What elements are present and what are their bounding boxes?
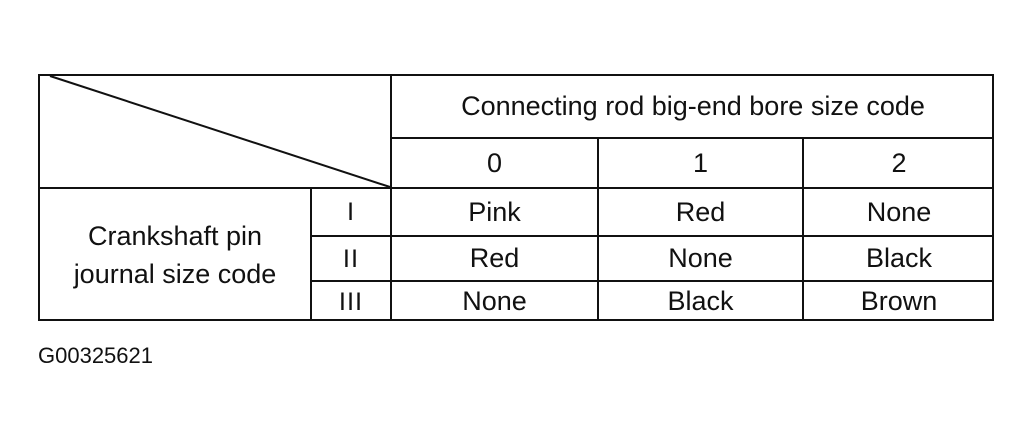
table-cell-II-1: None <box>668 243 733 273</box>
divider-h-row1 <box>310 235 994 237</box>
table-cell-I-2: None <box>866 196 932 227</box>
table-cell-II-0: Red <box>469 243 520 273</box>
column-code-1: 1 <box>692 147 709 178</box>
divider-v-rowcode <box>310 187 312 321</box>
corner-diagonal <box>49 75 391 188</box>
column-header: Connecting rod big-end bore size code <box>461 91 925 121</box>
table-cell-I-0: Pink <box>468 196 521 227</box>
table-cell-I-1: Red <box>675 196 726 227</box>
row-code-III: III <box>338 287 364 316</box>
color-code-table: Connecting rod big-end bore size code 0 … <box>38 74 994 321</box>
table-cell-III-2: Brown <box>860 286 938 316</box>
divider-h-codes <box>40 187 994 189</box>
table-cell-III-0: None <box>462 286 527 316</box>
row-header-line2: journal size code <box>73 259 277 289</box>
divider-h-row2 <box>310 280 994 282</box>
table-cell-II-2: Black <box>865 243 933 273</box>
table-cell-III-1: Black <box>667 286 734 316</box>
column-code-2: 2 <box>891 147 907 178</box>
divider-h-header <box>390 137 994 139</box>
column-code-0: 0 <box>486 147 503 178</box>
divider-v-header <box>390 76 392 321</box>
figure-id: G00325621 <box>38 343 153 368</box>
row-code-I: I <box>346 198 356 226</box>
row-header-line1: Crankshaft pin <box>87 221 263 251</box>
row-code-II: II <box>342 244 360 273</box>
divider-v-col1 <box>597 137 599 321</box>
divider-v-col2 <box>802 137 804 321</box>
row-header: Crankshaft pin journal size code <box>40 189 310 321</box>
